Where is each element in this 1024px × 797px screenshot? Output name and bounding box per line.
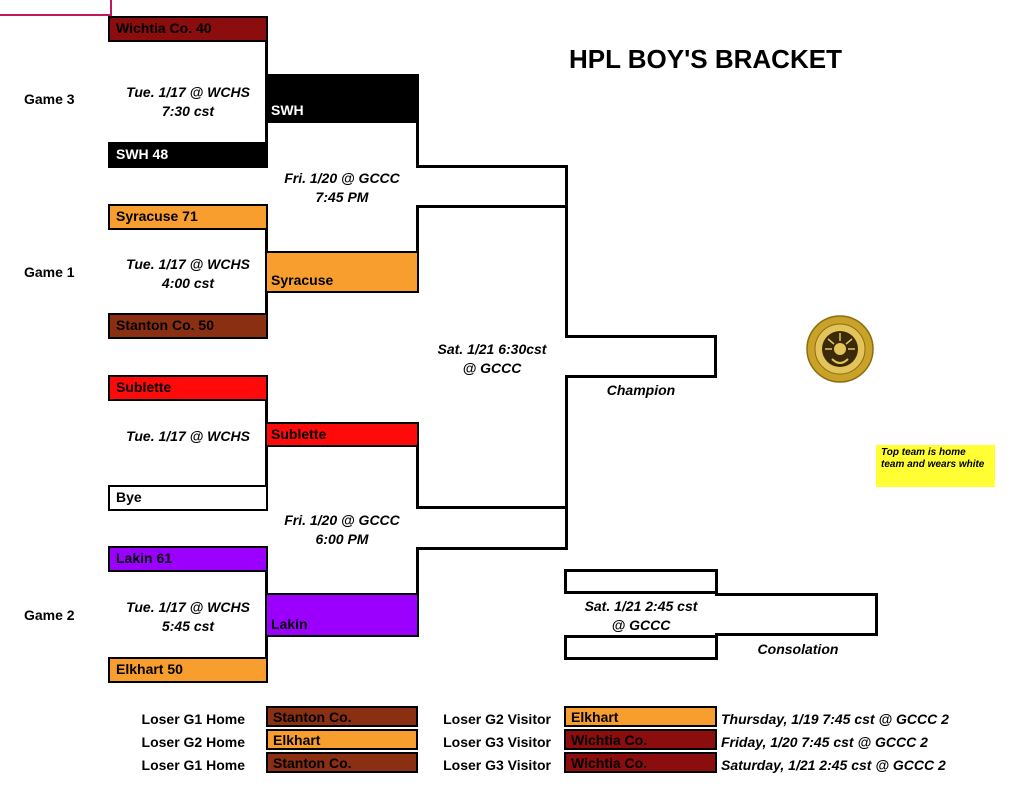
winner-slot-label: SWH — [271, 102, 304, 118]
winner-slot-label: Lakin — [271, 616, 308, 632]
loser-home-team: Stanton Co. — [266, 752, 418, 773]
game-time-line: 5:45 cst — [161, 618, 215, 634]
team-slot-sublette: Sublette — [108, 375, 268, 401]
game-time-line: Tue. 1/17 @ WCHS — [126, 428, 250, 444]
game-time-line: Tue. 1/17 @ WCHS — [126, 84, 250, 100]
game-time: Tue. 1/17 @ WCHS 5:45 cst — [108, 598, 268, 636]
game-time-line: 4:00 cst — [161, 275, 215, 291]
team-slot-syracuse: Syracuse 71 — [108, 204, 268, 230]
game-time-line: Sat. 1/21 6:30cst — [437, 341, 547, 357]
page-title: HPL BOY'S BRACKET — [569, 44, 842, 74]
game-label: Game 2 — [24, 607, 75, 623]
game-time-line: Fri. 1/20 @ GCCC — [284, 170, 400, 186]
loser-home-team: Stanton Co. — [266, 706, 418, 727]
loser-visitor-team: Wichtia Co. — [564, 752, 717, 773]
seal-icon — [806, 315, 874, 383]
loser-visitor-label: Loser G2 Visitor — [443, 711, 551, 727]
game-time-line: Tue. 1/17 @ WCHS — [126, 599, 250, 615]
consolation-box-top — [564, 569, 718, 594]
champion-label: Champion — [606, 382, 676, 398]
team-slot-lakin: Lakin 61 — [108, 546, 268, 572]
game-time-line: 6:00 PM — [315, 531, 369, 547]
winner-slot-sublette: Sublette — [265, 422, 419, 447]
winner-slot-label: Syracuse — [271, 272, 334, 288]
semifinal-time: Fri. 1/20 @ GCCC 6:00 PM — [268, 511, 416, 549]
loser-home-team: Elkhart — [266, 729, 418, 750]
game-time-line: Tue. 1/17 @ WCHS — [126, 256, 250, 272]
game-label: Game 1 — [24, 264, 75, 280]
game-time-line: Sat. 1/21 2:45 cst — [584, 598, 698, 614]
loser-schedule: Friday, 1/20 7:45 cst @ GCCC 2 — [721, 734, 928, 750]
final-time: Sat. 1/21 6:30cst @ GCCC — [419, 340, 565, 378]
semifinal-box-lower — [416, 506, 568, 550]
home-team-note: Top team is home team and wears white — [876, 445, 995, 487]
game-time-line: Fri. 1/20 @ GCCC — [284, 512, 400, 528]
game-time: Tue. 1/17 @ WCHS 4:00 cst — [108, 255, 268, 293]
loser-visitor-label: Loser G3 Visitor — [443, 757, 551, 773]
game-time-line: 7:30 cst — [161, 103, 215, 119]
team-slot-elkhart: Elkhart 50 — [108, 657, 268, 683]
loser-visitor-team: Wichtia Co. — [564, 729, 717, 750]
loser-schedule: Thursday, 1/19 7:45 cst @ GCCC 2 — [721, 711, 949, 727]
winner-slot-label: Sublette — [271, 426, 327, 442]
game-time-line: 7:45 PM — [315, 189, 369, 205]
loser-schedule: Saturday, 1/21 2:45 cst @ GCCC 2 — [721, 757, 946, 773]
game-time: Tue. 1/17 @ WCHS 7:30 cst — [108, 83, 268, 121]
semifinal-time: Fri. 1/20 @ GCCC 7:45 PM — [268, 169, 416, 207]
consolation-winner-box — [715, 593, 878, 636]
team-slot-wichita-co: Wichtia Co. 40 — [108, 16, 268, 42]
loser-home-label: Loser G1 Home — [141, 711, 245, 727]
winner-slot-lakin: Lakin — [265, 593, 419, 637]
loser-visitor-team: Elkhart — [564, 706, 717, 727]
semifinal-box-upper — [416, 165, 568, 208]
corner-marker — [0, 0, 112, 16]
consolation-box-bottom — [564, 635, 718, 660]
winner-slot-swh: SWH — [265, 74, 419, 123]
team-slot-bye: Bye — [108, 485, 268, 511]
loser-home-label: Loser G1 Home — [141, 757, 245, 773]
winner-slot-syracuse: Syracuse — [265, 251, 419, 293]
loser-visitor-label: Loser G3 Visitor — [443, 734, 551, 750]
game-time-line: @ GCCC — [462, 360, 522, 376]
game-time-line: @ GCCC — [611, 617, 671, 633]
champion-box — [565, 335, 717, 378]
team-slot-stanton-co: Stanton Co. 50 — [108, 313, 268, 339]
game-label: Game 3 — [24, 91, 75, 107]
loser-home-label: Loser G2 Home — [141, 734, 245, 750]
consolation-time: Sat. 1/21 2:45 cst @ GCCC — [564, 597, 718, 635]
consolation-label: Consolation — [757, 641, 839, 657]
game-time: Tue. 1/17 @ WCHS — [108, 427, 268, 446]
team-slot-swh: SWH 48 — [108, 142, 268, 168]
